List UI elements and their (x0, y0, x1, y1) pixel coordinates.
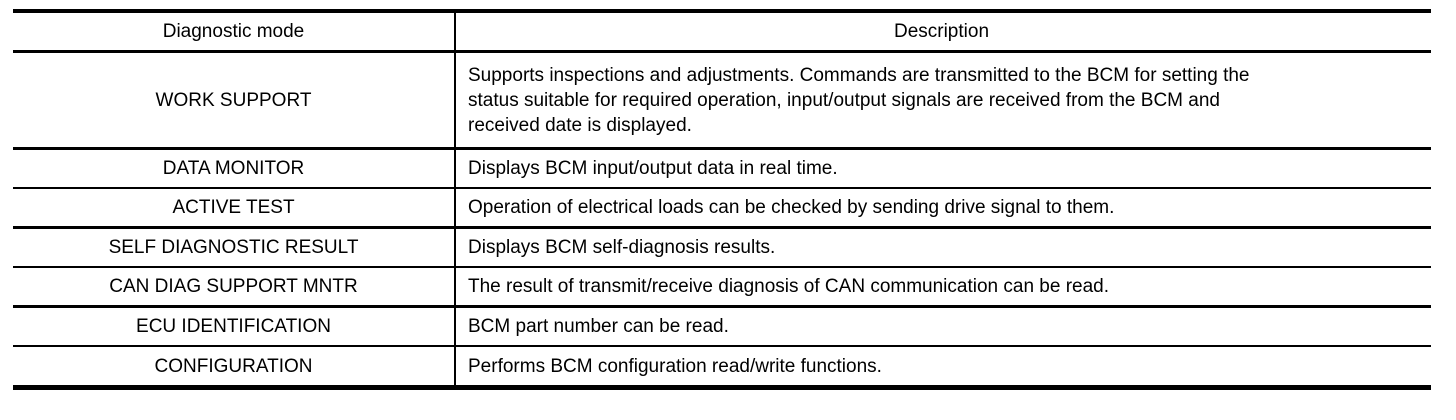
table-header-row: Diagnostic mode Description (13, 13, 1431, 53)
diagnostic-mode-cell: ACTIVE TEST (13, 189, 456, 226)
diagnostic-mode-cell: WORK SUPPORT (13, 53, 456, 147)
description-cell: Performs BCM configuration read/write fu… (468, 355, 882, 377)
table-row-ecu-identification: ECU IDENTIFICATION BCM part number can b… (13, 308, 1431, 347)
description-cell: Displays BCM input/output data in real t… (468, 158, 838, 179)
diagnostic-mode-cell: DATA MONITOR (13, 150, 456, 187)
description-cell: Supports inspections and adjustments. Co… (468, 64, 1250, 136)
diagnostic-mode-cell: SELF DIAGNOSTIC RESULT (13, 229, 456, 266)
description-cell: The result of transmit/receive diagnosis… (468, 276, 1110, 297)
table-row-active-test: ACTIVE TEST Operation of electrical load… (13, 189, 1431, 229)
column-header-diagnostic-mode: Diagnostic mode (13, 13, 456, 50)
table-row-configuration: CONFIGURATION Performs BCM configuration… (13, 347, 1431, 385)
diagnostic-mode-table: Diagnostic mode Description WORK SUPPORT… (13, 9, 1431, 390)
diagnostic-mode-cell: CAN DIAG SUPPORT MNTR (13, 268, 456, 305)
description-cell: Operation of electrical loads can be che… (468, 197, 1115, 218)
table-row-self-diagnostic-result: SELF DIAGNOSTIC RESULT Displays BCM self… (13, 229, 1431, 268)
description-cell: BCM part number can be read. (468, 316, 729, 337)
diagnostic-mode-cell: CONFIGURATION (13, 347, 456, 385)
column-header-description: Description (893, 21, 990, 42)
table-row-work-support: WORK SUPPORT Supports inspections and ad… (13, 53, 1431, 150)
table-row-data-monitor: DATA MONITOR Displays BCM input/output d… (13, 150, 1431, 189)
table-row-can-diag-support-mntr: CAN DIAG SUPPORT MNTR The result of tran… (13, 268, 1431, 308)
description-cell: Displays BCM self-diagnosis results. (468, 237, 776, 258)
diagnostic-mode-cell: ECU IDENTIFICATION (13, 308, 456, 345)
